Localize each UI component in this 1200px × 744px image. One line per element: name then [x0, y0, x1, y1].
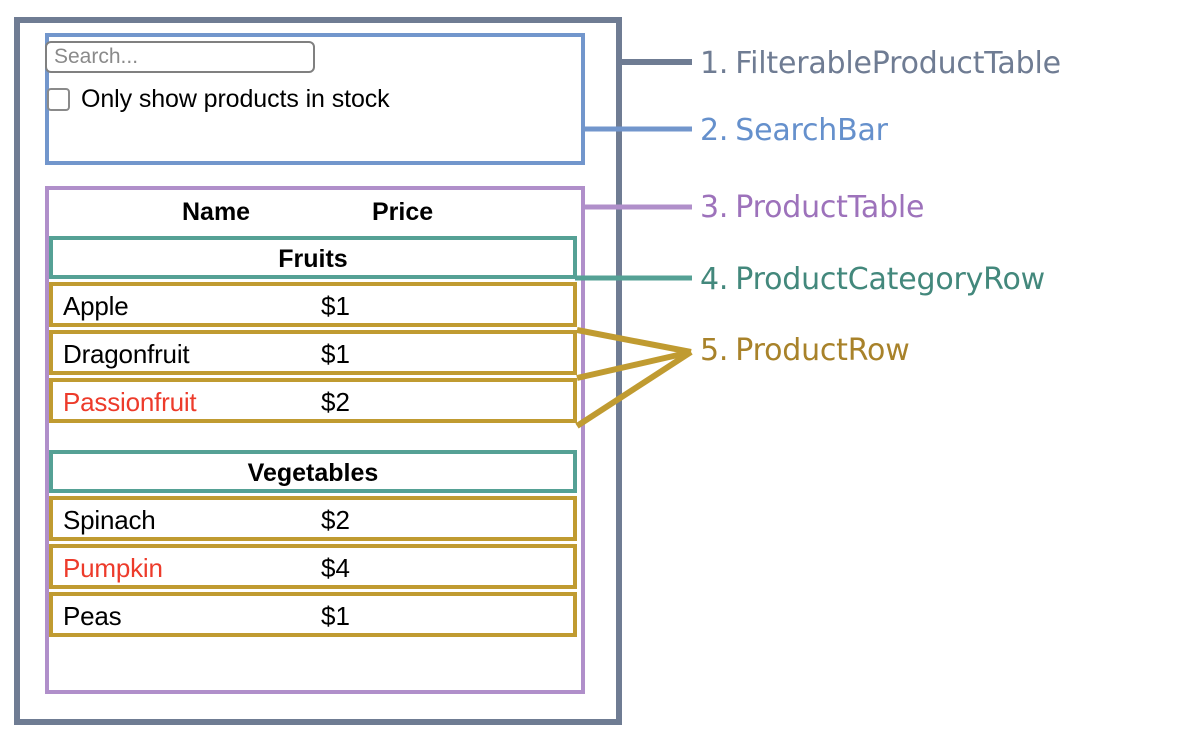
- product-row-price: $2: [321, 387, 350, 417]
- product-row[interactable]: Apple $1: [49, 282, 577, 327]
- in-stock-checkbox-label: Only show products in stock: [81, 85, 390, 113]
- product-row-price: $4: [321, 553, 350, 583]
- product-row-name: Peas: [63, 601, 122, 631]
- product-row-name: Apple: [63, 291, 129, 321]
- product-row-price: $1: [321, 601, 350, 631]
- annotation-label-product-row: 5.ProductRow: [700, 333, 910, 368]
- product-table-inner: Name Price Fruits Apple $1 Dragonfruit $…: [49, 192, 581, 640]
- annotation-number: 2.: [700, 113, 729, 148]
- product-row[interactable]: Passionfruit $2: [49, 378, 577, 423]
- product-row[interactable]: Pumpkin $4: [49, 544, 577, 589]
- search-input[interactable]: [45, 41, 315, 73]
- product-row-name: Pumpkin: [63, 553, 163, 583]
- annotation-text: ProductTable: [735, 190, 925, 225]
- column-header-name: Name: [182, 198, 251, 226]
- annotation-label-product-category-row: 4.ProductCategoryRow: [700, 262, 1045, 297]
- product-row-name: Passionfruit: [63, 387, 197, 417]
- product-row[interactable]: Spinach $2: [49, 496, 577, 541]
- annotation-number: 5.: [700, 333, 729, 368]
- product-row-name: Spinach: [63, 505, 156, 535]
- annotation-text: ProductRow: [735, 333, 910, 368]
- product-row-price: $1: [321, 339, 350, 369]
- product-category-label: Vegetables: [247, 459, 379, 487]
- in-stock-checkbox[interactable]: [47, 88, 70, 111]
- annotation-text: FilterableProductTable: [735, 46, 1061, 81]
- product-row-price: $1: [321, 291, 350, 321]
- annotation-label-product-table: 3.ProductTable: [700, 190, 925, 225]
- product-category-label: Fruits: [278, 245, 348, 273]
- annotation-label-filterable-product-table: 1.FilterableProductTable: [700, 46, 1061, 81]
- in-stock-filter-row[interactable]: Only show products in stock: [47, 85, 390, 114]
- product-row-name: Dragonfruit: [63, 339, 190, 369]
- annotation-text: SearchBar: [735, 113, 888, 148]
- category-group-spacer: [49, 426, 581, 450]
- annotation-number: 3.: [700, 190, 729, 225]
- product-row[interactable]: Peas $1: [49, 592, 577, 637]
- product-category-row: Vegetables: [49, 450, 577, 493]
- product-row-price: $2: [321, 505, 350, 535]
- annotation-number: 4.: [700, 262, 729, 297]
- annotation-number: 1.: [700, 46, 729, 81]
- annotation-text: ProductCategoryRow: [735, 262, 1045, 297]
- product-table-header: Name Price: [49, 192, 577, 236]
- column-header-price: Price: [372, 198, 434, 226]
- product-category-row: Fruits: [49, 236, 577, 279]
- annotation-label-search-bar: 2.SearchBar: [700, 113, 888, 148]
- product-row[interactable]: Dragonfruit $1: [49, 330, 577, 375]
